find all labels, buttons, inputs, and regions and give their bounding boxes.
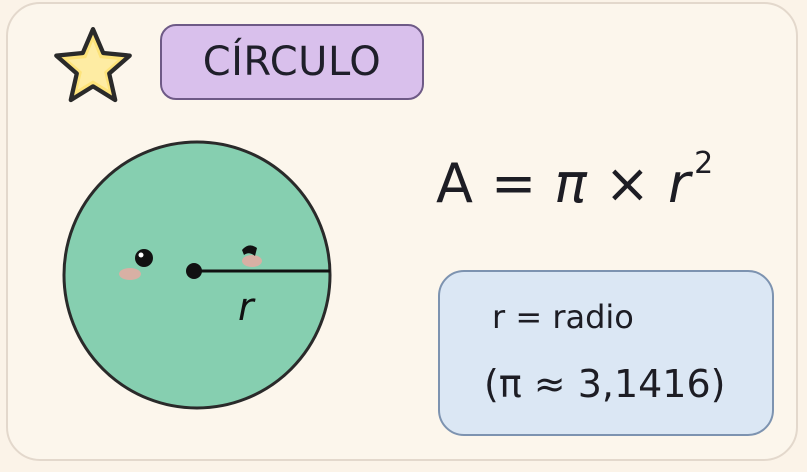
formula-radius: r [667, 152, 691, 215]
title-badge: CÍRCULO [160, 24, 424, 100]
left-cheek [119, 268, 141, 280]
formula-area-symbol: A [436, 152, 473, 215]
formula-times: × [604, 152, 650, 215]
formula-pi: π [554, 152, 587, 215]
formula-exponent: 2 [694, 146, 714, 181]
right-eye-wink [242, 245, 257, 256]
right-cheek [242, 255, 262, 267]
formula-card: CÍRCULO r A = π × r 2 r = radio (π ≈ 3,1… [6, 2, 798, 461]
radius-label: r [238, 285, 256, 329]
area-formula: A = π × r 2 [436, 146, 713, 232]
legend-radius-definition: r = radio [492, 298, 634, 336]
circle-diagram: r [62, 140, 332, 410]
star-icon [54, 26, 132, 103]
center-point [186, 263, 202, 279]
formula-equals: = [490, 152, 537, 215]
card-title: CÍRCULO [202, 39, 382, 85]
left-eye [135, 249, 153, 267]
legend-box: r = radio (π ≈ 3,1416) [438, 270, 774, 436]
legend-pi-approximation: (π ≈ 3,1416) [484, 362, 726, 406]
